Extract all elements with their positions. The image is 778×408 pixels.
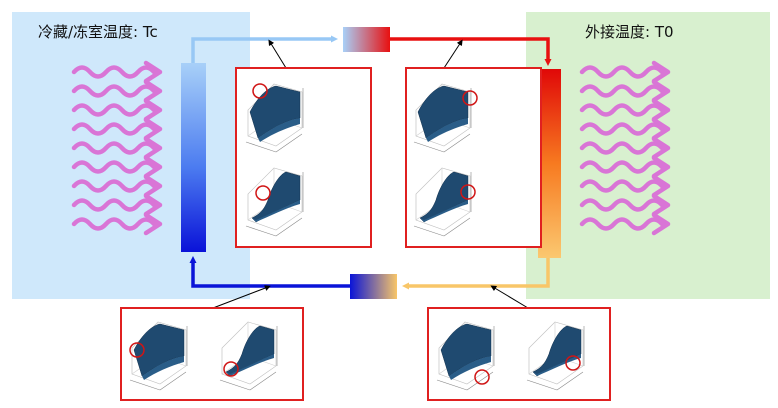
surface-plot-panel-condenser-outlet (427, 307, 611, 401)
surface-plot-panel-evaporator-inlet (120, 307, 304, 401)
state-marker (223, 361, 239, 377)
ambient-label: 外接温度: T0 (585, 23, 674, 41)
state-marker (252, 83, 268, 99)
ambient-region (526, 12, 770, 299)
surface-plot-panel-compressor-inlet (235, 67, 372, 248)
heat-wave-icon (74, 63, 160, 233)
state-marker (565, 355, 581, 371)
cold-room-region (12, 12, 250, 299)
pipe-condenser-to-valve (402, 258, 550, 290)
condenser-icon (538, 69, 561, 258)
state-marker (474, 369, 490, 385)
pointer-arrow (490, 285, 529, 309)
pipe-valve-to-evaporator (189, 256, 350, 288)
state-marker (462, 90, 478, 106)
state-marker (255, 185, 271, 201)
state-marker (129, 342, 145, 358)
pointer-arrow (443, 39, 463, 69)
state-marker (460, 184, 476, 200)
heat-wave-icon (582, 63, 668, 233)
pointer-arrow (268, 39, 287, 69)
surface-plot-panel-compressor-outlet (405, 67, 542, 248)
pipe-compressor-to-condenser (390, 37, 552, 66)
evaporator-icon (181, 63, 206, 252)
cold-room-label: 冷藏/冻室温度: Tc (38, 23, 158, 41)
expansion-valve-icon (350, 274, 397, 299)
pipe-evaporator-to-compressor (191, 35, 338, 65)
compressor-icon (343, 27, 390, 52)
pointer-arrow (212, 285, 271, 309)
